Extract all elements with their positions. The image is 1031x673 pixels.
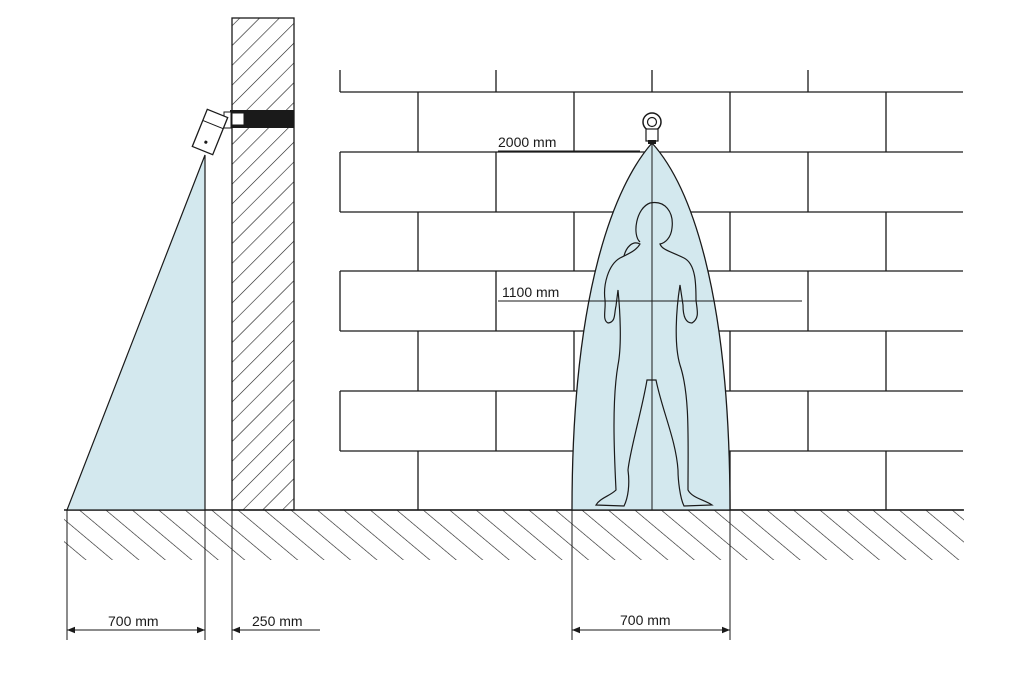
person-silhouette-icon <box>594 201 714 507</box>
ceiling-spray-cone <box>571 142 731 511</box>
ceiling-coverage-label: 700 mm <box>620 612 671 628</box>
bottom-dimensions <box>66 510 731 640</box>
floor-ground <box>64 509 964 560</box>
wall-mounted-sensor-icon <box>191 108 294 156</box>
ceiling-nozzle-icon <box>642 112 662 144</box>
mid-height-label: 1100 mm <box>502 284 559 300</box>
left-coverage-label: 700 mm <box>108 613 159 629</box>
hatched-wall-section <box>231 17 295 511</box>
mount-height-label: 2000 mm <box>498 134 556 150</box>
wall-thickness-label: 250 mm <box>252 613 303 629</box>
mid-height-annotation: 1100 mm <box>498 284 802 302</box>
mount-height-annotation: 2000 mm <box>498 134 640 152</box>
left-coverage-cone <box>66 154 206 640</box>
